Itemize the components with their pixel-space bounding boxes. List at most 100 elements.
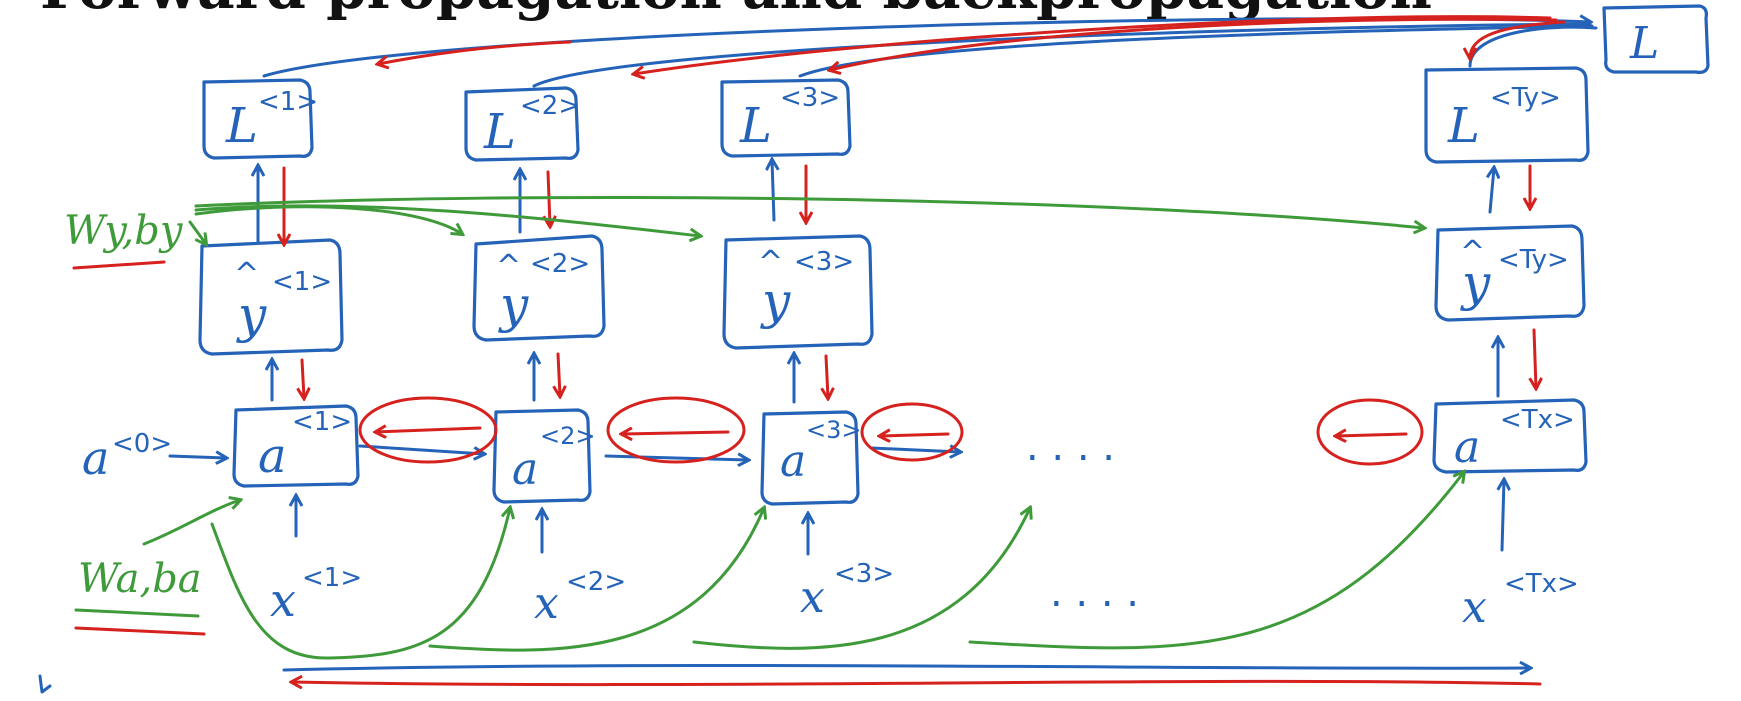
x-tx-sup: <Tx>: [1504, 569, 1579, 599]
a-tx-sup: <Tx>: [1500, 405, 1575, 435]
backprop-through-time-circles: [358, 396, 1424, 466]
arrow-a1-to-a2: [358, 444, 484, 454]
params-y-label: Wy,by: [64, 208, 184, 254]
params-a-underline: [74, 626, 206, 636]
params-y-underline: [72, 260, 166, 270]
yhat-3-sup: <3>: [794, 247, 854, 277]
wa-to-onward: [692, 508, 1030, 650]
loss-ty-label: L: [1447, 98, 1480, 154]
x-tx-label: x: [1462, 582, 1487, 633]
backprop-total-to-loss1: [378, 40, 572, 64]
x-2-sup: <2>: [566, 567, 626, 597]
yhat-1-hat: ^: [234, 257, 259, 292]
slide-title: Forward propagation and backpropagation: [40, 0, 1432, 22]
loss-1-sup: <1>: [258, 87, 318, 117]
bptt-arrow-onward-to-a3: [880, 434, 950, 436]
a-box-tx: [1432, 398, 1588, 474]
a-box-1: [232, 404, 360, 488]
a-1-label: a: [258, 428, 287, 484]
wa-to-atx: [968, 472, 1464, 650]
forward-time-arrow: [282, 665, 1530, 670]
backprop-yhat1-to-a1: [302, 358, 304, 398]
yhat-3-hat: ^: [758, 245, 783, 280]
x-1-label: x: [270, 573, 296, 627]
wa-sharing-arrows: [142, 472, 1464, 660]
bptt-circle-2: [606, 396, 746, 464]
a-3-sup: <3>: [806, 416, 862, 444]
yhat-1-label: y: [236, 286, 267, 344]
x-3-sup: <3>: [834, 559, 894, 589]
params-a-underline-green: [74, 608, 200, 618]
backprop-total-to-lossty: [1470, 20, 1566, 58]
loss-ty-sup: <Ty>: [1490, 83, 1561, 113]
arrow-a2-to-a3: [604, 456, 748, 460]
yhat-2-label: y: [498, 276, 529, 334]
yhat-ty-label: y: [1460, 254, 1491, 312]
yhat-box-2: [472, 234, 606, 342]
loss-3-label: L: [739, 98, 772, 154]
a-2-sup: <2>: [540, 422, 596, 450]
a-box-3: [760, 410, 860, 506]
a-tx-label: a: [1454, 422, 1480, 473]
yhat-box-3: [722, 234, 874, 350]
yhat-3-label: y: [760, 272, 791, 330]
wy-to-yhat2: [194, 205, 462, 234]
activation-row: a <1> a <2> a <3> a <Tx>: [232, 398, 1588, 506]
wa-to-a3: [428, 508, 764, 652]
backprop-total-to-loss2: [634, 15, 1552, 74]
a0-label: a: [82, 431, 109, 485]
loss-box-ty: [1424, 66, 1590, 164]
yhat-2-hat: ^: [496, 249, 521, 284]
x-3-label: x: [800, 572, 825, 623]
x-1-sup: <1>: [302, 563, 362, 593]
bptt-circle-3: [860, 402, 964, 462]
backward-time-arrow: [292, 681, 1542, 684]
a0-sup: <0>: [112, 429, 172, 459]
ellipsis-inputs: . . . .: [1050, 570, 1139, 616]
total-loss-symbol: L: [1629, 18, 1659, 69]
loss-box-3: [720, 78, 852, 158]
arrow-yhat3-to-loss3: [772, 160, 774, 222]
arrow-yhatty-to-lossty: [1490, 168, 1494, 214]
backprop-yhat3-to-a3: [826, 354, 828, 398]
lossty-to-total-arc: [1468, 25, 1598, 68]
a-2-label: a: [512, 444, 538, 495]
wy-to-yhatty: [194, 195, 1424, 228]
a0-to-a1-arrow: [168, 456, 226, 458]
forward-vertical-arrows: [258, 160, 1504, 556]
bptt-arrow-atx-back: [1336, 434, 1408, 436]
ellipsis-activations: . . . .: [1026, 424, 1115, 470]
wy-sharing-arrows: [188, 195, 1424, 244]
backprop-yhatty-to-atx: [1534, 328, 1536, 388]
wa-to-a2: [210, 508, 510, 660]
bptt-arrow-a2-to-a1: [376, 428, 482, 432]
wy-to-yhat3: [194, 204, 700, 236]
loss-1-label: L: [225, 98, 258, 154]
loss-row: L <1> L <2> L <3> L <Ty>: [202, 66, 1590, 164]
loss2-to-total-arc: [532, 22, 1592, 88]
yhat-box-ty: [1434, 224, 1586, 322]
yhat-ty-sup: <Ty>: [1498, 245, 1569, 275]
prediction-row: y ^ <1> y ^ <2> y ^ <3> y ^ <Ty>: [198, 224, 1586, 356]
loss-2-sup: <2>: [520, 91, 580, 121]
a-3-label: a: [780, 436, 806, 487]
backprop-yhat2-to-a2: [558, 352, 560, 396]
loss-3-sup: <3>: [780, 83, 840, 113]
yhat-box-1: [198, 238, 344, 356]
loss-box-2: [464, 86, 580, 162]
a-box-2: [492, 408, 592, 504]
loss-box-1: [202, 78, 314, 160]
backprop-loss2-to-yhat2: [548, 170, 550, 226]
input-row: x <1> x <2> x <3> x <Tx>: [270, 559, 1579, 633]
params-a-label: Wa,ba: [78, 556, 202, 602]
loss-2-label: L: [483, 104, 516, 160]
yhat-1-sup: <1>: [272, 267, 332, 297]
yhat-ty-hat: ^: [1460, 235, 1485, 270]
yhat-2-sup: <2>: [530, 249, 590, 279]
arrow-xtx-to-atx: [1502, 480, 1504, 552]
a-1-sup: <1>: [292, 407, 352, 437]
bptt-circle-4: [1316, 398, 1424, 466]
stray-mark: [38, 674, 52, 694]
